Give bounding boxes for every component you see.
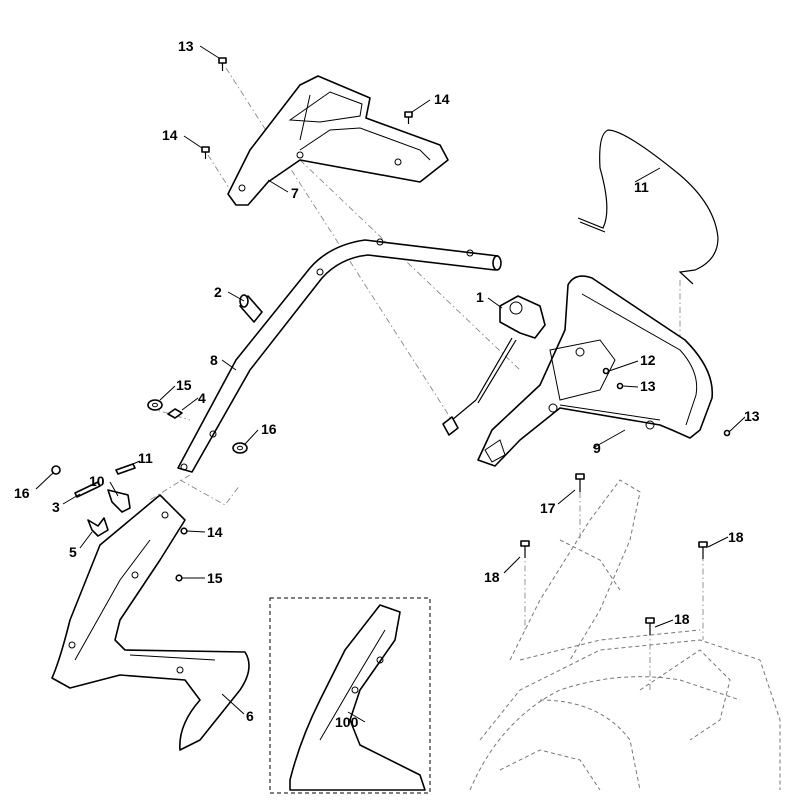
ghost-mower-housing xyxy=(469,479,781,791)
screws-18 xyxy=(520,473,708,635)
screw-icon xyxy=(698,541,708,559)
callout-17: 16 xyxy=(14,485,30,501)
callout-5: 5 xyxy=(69,544,77,560)
wing-nut-icon xyxy=(87,517,109,537)
tube-plug-part xyxy=(239,294,263,323)
callout-16: 15 xyxy=(176,377,192,393)
callout-100: 100 xyxy=(335,714,359,730)
screw-icon xyxy=(602,367,610,375)
callout-14: 13 xyxy=(178,38,194,54)
callout-14: 14 xyxy=(162,127,178,143)
callout-1: 1 xyxy=(476,289,484,305)
callout-3: 3 xyxy=(52,499,60,515)
callout-8: 8 xyxy=(210,352,218,368)
bail-wire-part xyxy=(577,129,719,285)
callout-13: 12 xyxy=(640,352,656,368)
screw-icon xyxy=(645,617,655,635)
callout-labels: 13 14 14 7 11 2 1 8 15 4 16 9 12 13 13 1… xyxy=(14,38,760,730)
spacer-icon xyxy=(167,408,183,419)
lower-bracket-part xyxy=(51,494,250,751)
callout-16: 16 xyxy=(261,421,277,437)
callout-18: 17 xyxy=(540,500,556,516)
callout-18: 18 xyxy=(728,529,744,545)
callout-13: 13 xyxy=(744,408,760,424)
callout-2: 2 xyxy=(214,284,222,300)
screw-icon xyxy=(218,57,227,71)
washers-and-spacer xyxy=(147,399,248,454)
washer-icon xyxy=(232,442,248,454)
callout-15: 14 xyxy=(207,524,223,540)
screw-icon xyxy=(616,382,624,390)
handle-cover-part xyxy=(227,75,449,206)
callout-18: 18 xyxy=(484,569,500,585)
callout-13: 13 xyxy=(640,378,656,394)
screw-icon xyxy=(520,540,530,558)
screws-13 xyxy=(602,367,731,437)
callout-6: 6 xyxy=(246,708,254,724)
washer-icon xyxy=(147,399,163,411)
callout-10: 10 xyxy=(89,473,105,489)
callout-14: 14 xyxy=(434,91,450,107)
handlebar-part xyxy=(477,275,714,467)
nut-icon xyxy=(51,465,61,475)
screw-icon xyxy=(404,111,413,124)
screws-15 xyxy=(175,527,188,582)
screw-icon xyxy=(201,146,210,159)
callout-11: 11 xyxy=(634,179,649,195)
screws-14 xyxy=(201,57,413,159)
switch-box-part xyxy=(442,295,546,436)
screw-icon xyxy=(175,574,183,582)
callout-12: 11 xyxy=(138,450,153,466)
screw-icon xyxy=(723,429,731,437)
lever-icon xyxy=(107,489,131,513)
callout-leaders xyxy=(35,45,746,723)
small-hardware xyxy=(51,463,136,537)
handle-tube-part xyxy=(177,238,502,473)
callout-4: 4 xyxy=(198,390,206,406)
bolt-icon xyxy=(115,463,136,475)
screw-icon xyxy=(180,527,188,535)
callout-15: 15 xyxy=(207,570,223,586)
callout-9: 9 xyxy=(593,440,601,456)
callout-18: 18 xyxy=(674,611,690,627)
callout-7: 7 xyxy=(291,185,299,201)
inset-detail xyxy=(269,597,431,794)
screw-icon xyxy=(575,473,585,492)
